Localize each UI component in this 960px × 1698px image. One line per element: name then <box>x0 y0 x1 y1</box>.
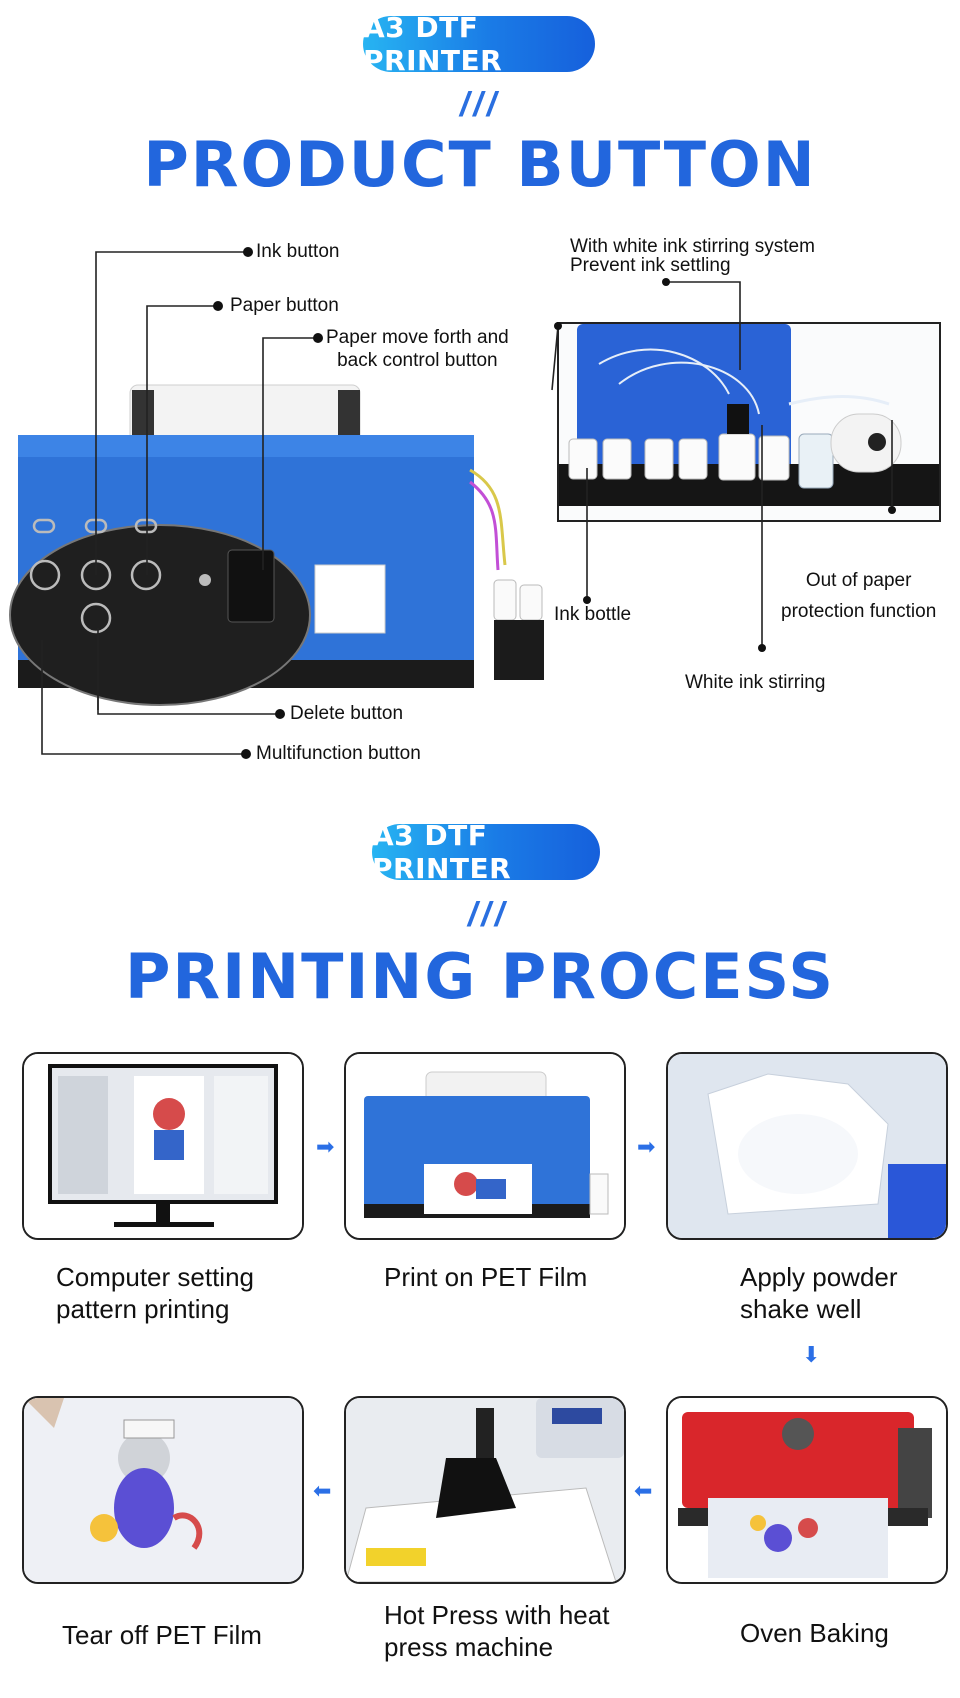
arrow-left-icon: ⬅ <box>634 1478 653 1503</box>
printer-print-illustration <box>346 1054 624 1238</box>
section1-badge: A3 DTF PRINTER <box>363 11 595 77</box>
delete-button-label: Delete button <box>290 703 404 724</box>
ink-bottle-label: Ink bottle <box>554 604 632 625</box>
white-ink-line1: With white ink stirring system <box>570 236 815 257</box>
step-card-print <box>344 1052 626 1240</box>
bottom-callout-lines <box>41 640 285 759</box>
section1-title: PRODUCT BUTTON <box>143 128 817 201</box>
out-of-paper-label: Out of paper protection function <box>781 570 936 624</box>
section2-title: PRINTING PROCESS <box>124 940 836 1013</box>
white-ink-line2: Prevent ink settling <box>570 255 731 276</box>
step-caption-oven: Oven Baking <box>740 1618 889 1650</box>
step-card-press <box>344 1396 626 1584</box>
step3-line1: Apply powder <box>740 1262 898 1292</box>
step3-line2: shake well <box>740 1293 862 1324</box>
oven-illustration <box>668 1398 946 1582</box>
ink-button-label: Ink button <box>256 241 340 262</box>
step-card-tear <box>22 1396 304 1584</box>
section1-slashes: /// <box>459 86 501 124</box>
step-caption-computer: Computer setting pattern printing <box>56 1262 254 1325</box>
white-ink-stirring-label: White ink stirring <box>685 672 826 693</box>
step1-line2: pattern printing <box>56 1293 230 1324</box>
step5-line2: press machine <box>384 1631 554 1662</box>
ink-system-illustration <box>559 324 939 506</box>
step2-line1: Print on PET Film <box>384 1262 588 1292</box>
step1-line1: Computer setting <box>56 1262 254 1292</box>
step-caption-powder: Apply powder shake well <box>740 1262 898 1325</box>
step-caption-print: Print on PET Film <box>384 1262 587 1294</box>
arrow-right-icon: ➡ <box>316 1134 335 1159</box>
multifunction-button-label: Multifunction button <box>256 743 421 764</box>
step5-line1: Hot Press with heat <box>384 1600 610 1630</box>
tshirt-print-illustration <box>24 1398 302 1582</box>
arrow-right-icon: ➡ <box>637 1134 656 1159</box>
paper-move-line2: back control button <box>337 349 498 371</box>
arrow-left-icon: ⬅ <box>313 1478 332 1503</box>
section2-slashes: /// <box>467 896 509 934</box>
step4-line1: Tear off PET Film <box>62 1620 262 1650</box>
paper-button-label: Paper button <box>230 295 339 316</box>
heat-press-illustration <box>346 1398 624 1582</box>
step6-line1: Oven Baking <box>740 1618 889 1648</box>
powder-illustration <box>668 1054 946 1238</box>
out-of-paper-line2: protection function <box>781 600 937 622</box>
section2-badge: A3 DTF PRINTER <box>372 819 600 885</box>
step-caption-tear: Tear off PET Film <box>62 1620 262 1652</box>
step-card-oven <box>666 1396 948 1584</box>
step-card-computer <box>22 1052 304 1240</box>
arrow-down-icon: ⬇ <box>802 1342 821 1367</box>
out-of-paper-line1: Out of paper <box>805 570 912 591</box>
monitor-illustration <box>24 1054 302 1238</box>
white-ink-system-label: With white ink stirring system Prevent i… <box>570 237 815 275</box>
printer-illustration <box>9 384 544 706</box>
step-caption-press: Hot Press with heat press machine <box>384 1600 609 1663</box>
right-callout-lines <box>551 278 896 652</box>
step-card-powder <box>666 1052 948 1240</box>
paper-move-label: Paper move forth and back control button <box>326 327 509 373</box>
paper-move-line1: Paper move forth and <box>326 327 509 348</box>
